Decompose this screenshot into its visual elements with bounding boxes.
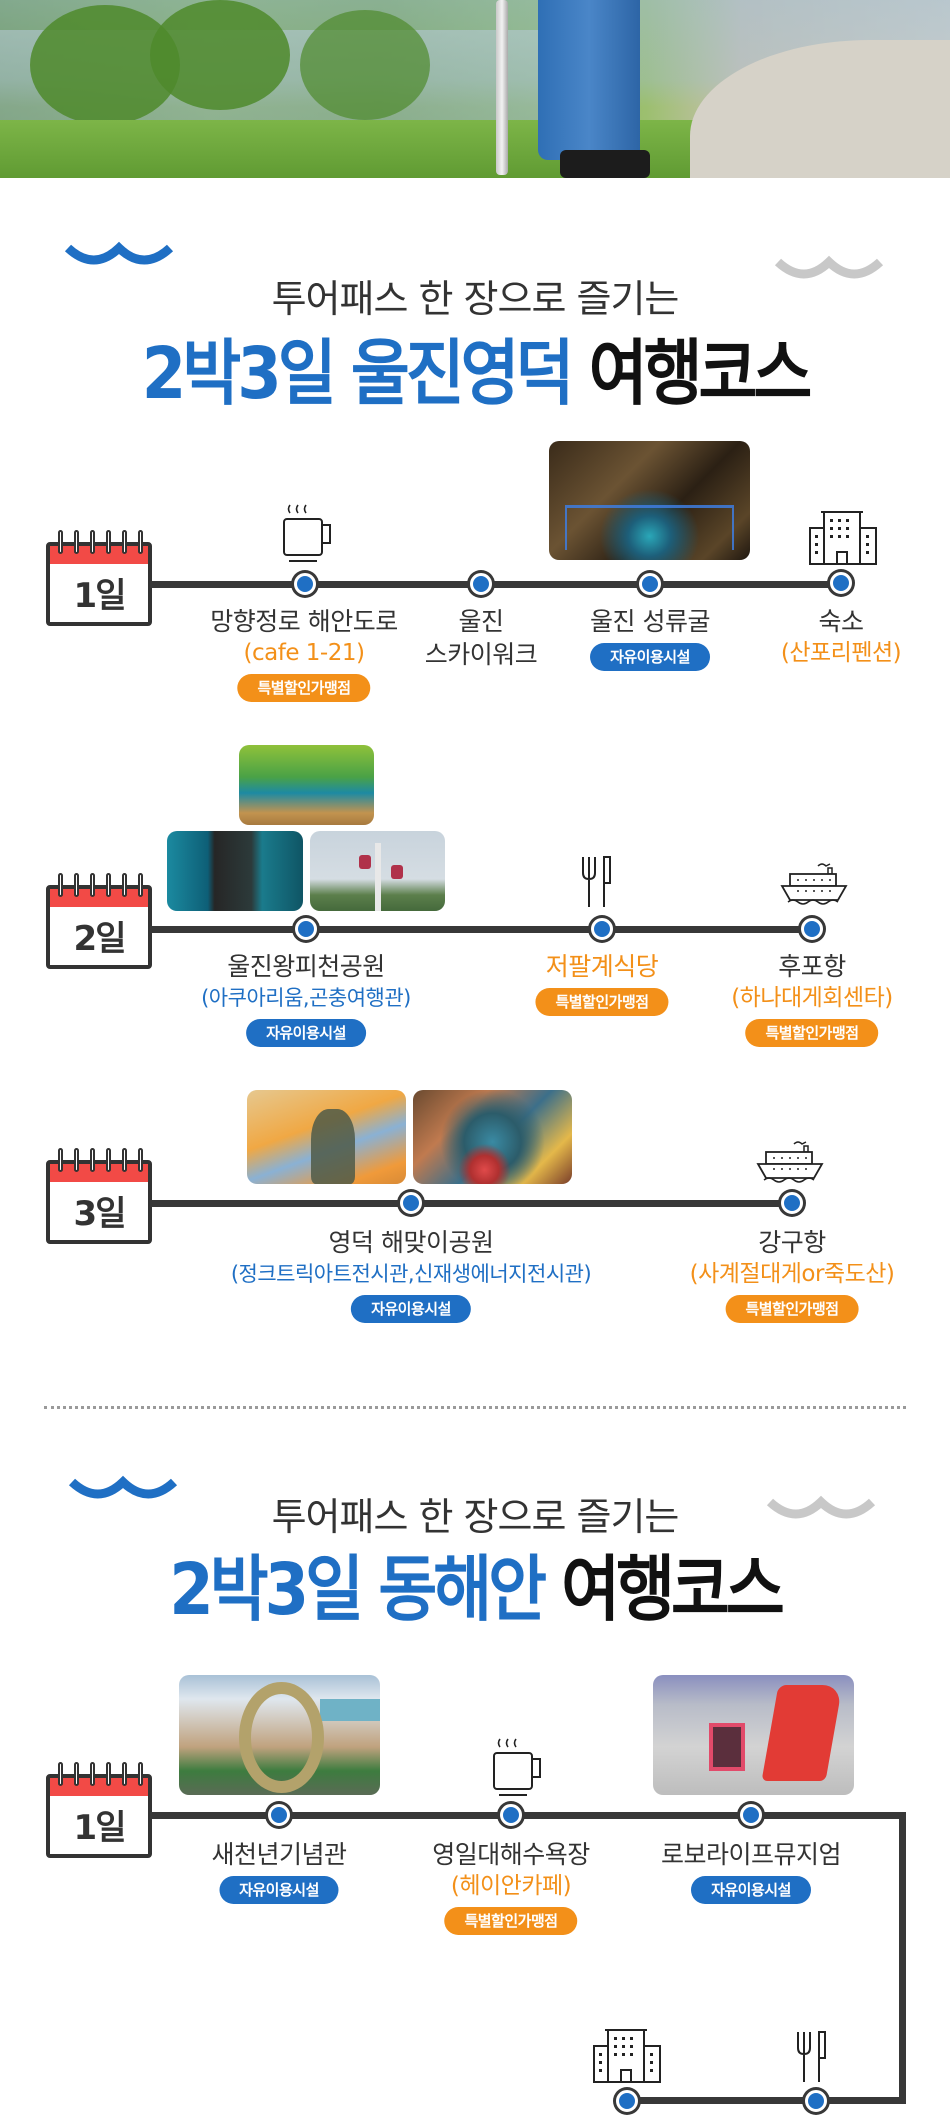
title-highlight: 2박3일 동해안	[169, 1549, 547, 1633]
stop-robolife-museum[interactable]: 로보라이프뮤지엄 자유이용시설	[661, 1838, 842, 1904]
hero-photo	[0, 0, 950, 178]
wave-decoration-gray	[766, 1492, 876, 1522]
section-subtitle: 투어패스 한 장으로 즐기는	[271, 277, 680, 321]
timeline-node[interactable]	[268, 1804, 290, 1826]
timeline-node[interactable]	[740, 1804, 762, 1826]
timeline-node[interactable]	[639, 573, 661, 595]
building-icon	[808, 510, 878, 566]
aquarium-photo	[167, 831, 303, 911]
discount-partner-badge: 특별할인가맹점	[444, 1907, 578, 1935]
calendar-day-1: 1일	[46, 530, 152, 626]
millennium-hall-photo	[179, 1675, 380, 1795]
free-facility-badge: 자유이용시설	[219, 1876, 339, 1904]
fork-knife-icon	[795, 2030, 829, 2082]
cable-car-photo	[310, 831, 445, 911]
person-legs	[538, 0, 640, 160]
coffee-cup-icon	[280, 503, 334, 563]
wave-decoration-gray	[774, 252, 884, 282]
coffee-cup-icon	[490, 1737, 544, 1797]
timeline-node[interactable]	[591, 918, 613, 940]
calendar-day-1: 1일	[46, 1762, 152, 1858]
day-label: 3일	[73, 1194, 127, 1234]
timeline-node[interactable]	[500, 1804, 522, 1826]
title-suffix: 여행코스	[588, 333, 813, 417]
timeline-node[interactable]	[294, 573, 316, 595]
timeline-node[interactable]	[470, 573, 492, 595]
stop-millennium-hall[interactable]: 새천년기념관 자유이용시설	[211, 1838, 347, 1904]
stop-ganggu-port[interactable]: 강구항 (사계절대게or죽도산) 특별할인가맹점	[690, 1226, 895, 1323]
section-title: 2박3일 울진영덕 여행코스	[0, 316, 950, 419]
stop-jeopalgye-restaurant[interactable]: 저팔계식당 특별할인가맹점	[535, 950, 669, 1016]
timeline-node[interactable]	[400, 1192, 422, 1214]
tree	[300, 10, 430, 120]
insect-hall-photo	[239, 745, 374, 825]
ship-icon	[756, 1140, 824, 1184]
title-suffix: 여행코스	[561, 1549, 785, 1633]
stop-lodging[interactable]: 숙소 (산포리펜션)	[780, 607, 902, 666]
fork-knife-icon	[580, 855, 614, 907]
stop-uljin-skywalk[interactable]: 울진 스카이워크	[424, 607, 538, 669]
free-facility-badge: 자유이용시설	[590, 643, 710, 671]
person-shoes	[560, 150, 650, 178]
section-divider	[44, 1406, 906, 1409]
path	[690, 40, 950, 178]
free-facility-badge: 자유이용시설	[691, 1876, 811, 1904]
timeline-line-vertical	[899, 1812, 906, 2104]
cave-photo	[549, 441, 750, 560]
section-subtitle: 투어패스 한 장으로 즐기는	[271, 1495, 680, 1539]
ship-icon	[780, 862, 848, 906]
energy-hall-photo	[413, 1090, 572, 1184]
stop-haemaji-park[interactable]: 영덕 해맞이공원 (정크트릭아트전시관,신재생에너지전시관) 자유이용시설	[231, 1226, 592, 1323]
calendar-day-2: 2일	[46, 873, 152, 969]
timeline-line	[150, 581, 842, 588]
stop-wangpicheon-park[interactable]: 울진왕피천공원 (아쿠아리움,곤충여행관) 자유이용시설	[201, 950, 411, 1047]
stop-mangyangjeong[interactable]: 망향정로 해안도로 (cafe 1-21) 특별할인가맹점	[210, 605, 398, 702]
discount-partner-badge: 특별할인가맹점	[745, 1019, 879, 1047]
timeline-line	[150, 1812, 906, 1819]
robot-museum-photo	[653, 1675, 854, 1795]
free-facility-badge: 자유이용시설	[351, 1295, 471, 1323]
timeline-node[interactable]	[805, 2090, 827, 2112]
discount-partner-badge: 특별할인가맹점	[725, 1295, 859, 1323]
stop-seongnyugul-cave[interactable]: 울진 성류굴 자유이용시설	[590, 605, 710, 671]
timeline-node[interactable]	[830, 572, 852, 594]
title-highlight: 2박3일 울진영덕	[141, 333, 575, 417]
timeline-node[interactable]	[801, 918, 823, 940]
discount-partner-badge: 특별할인가맹점	[535, 988, 669, 1016]
wave-decoration-blue	[64, 238, 174, 268]
free-facility-badge: 자유이용시설	[246, 1019, 366, 1047]
calendar-day-3: 3일	[46, 1148, 152, 1244]
timeline-node[interactable]	[781, 1192, 803, 1214]
scooter-pole	[496, 0, 508, 175]
day-label: 1일	[73, 576, 127, 616]
timeline-node[interactable]	[616, 2090, 638, 2112]
timeline-line	[150, 1200, 790, 1207]
day-label: 1일	[73, 1808, 127, 1848]
discount-partner-badge: 특별할인가맹점	[237, 674, 371, 702]
section-title: 2박3일 동해안 여행코스	[0, 1532, 950, 1635]
wave-decoration-blue	[68, 1472, 178, 1502]
stop-yeongildae-beach[interactable]: 영일대해수욕장 (헤이안카페) 특별할인가맹점	[432, 1838, 590, 1935]
building-icon	[592, 2028, 662, 2084]
day-label: 2일	[73, 919, 127, 959]
tree	[150, 0, 290, 110]
stop-hupo-port[interactable]: 후포항 (하나대게회센타) 특별할인가맹점	[731, 950, 893, 1047]
timeline-line	[626, 2097, 906, 2104]
trick-art-photo	[247, 1090, 406, 1184]
timeline-node[interactable]	[295, 918, 317, 940]
timeline-line	[150, 926, 815, 933]
